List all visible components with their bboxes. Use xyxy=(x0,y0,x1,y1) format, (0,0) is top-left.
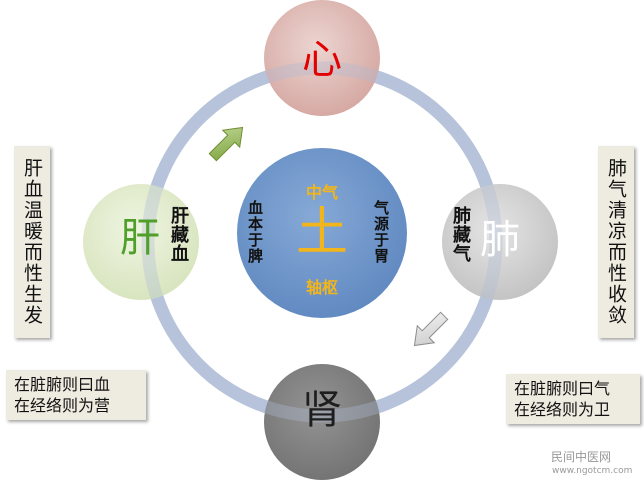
heart-circle xyxy=(264,0,380,116)
liver-glyph: 肝 xyxy=(120,215,160,261)
kidney-glyph: 肾 xyxy=(302,387,342,433)
lung-inner-text: 肺藏气 xyxy=(450,206,471,263)
liver-inner-text: 肝藏血 xyxy=(168,206,189,263)
arrow-up-right-icon xyxy=(208,126,244,162)
right-panel: 肺气清凉而性收敛 xyxy=(598,146,634,338)
heart-glyph: 心 xyxy=(302,37,342,83)
watermark-url: www.ngotcm.com xyxy=(552,466,633,476)
bottom-left-line-2: 在经络则为营 xyxy=(14,396,111,415)
watermark-name: 民间中医网 xyxy=(551,450,612,464)
cycle-ring-overlay xyxy=(141,61,503,423)
center-left-text: 血本于脾 xyxy=(246,200,264,264)
kidney-circle xyxy=(264,364,380,480)
liver-circle xyxy=(83,184,199,300)
bottom-left-panel: 在脏腑则曰血 在经络则为营 xyxy=(6,370,146,420)
left-panel: 肝血温暖而性生发 xyxy=(14,146,50,338)
center-earth-circle xyxy=(237,148,407,318)
bottom-left-line-1: 在脏腑则曰血 xyxy=(14,375,111,394)
bottom-right-line-1: 在脏腑则曰气 xyxy=(514,379,611,398)
bottom-right-line-2: 在经络则为卫 xyxy=(514,400,611,419)
lung-circle xyxy=(442,184,558,300)
lung-glyph: 肺 xyxy=(480,217,520,263)
arrow-down-left-icon xyxy=(413,311,449,347)
bottom-right-panel: 在脏腑则曰气 在经络则为卫 xyxy=(506,374,640,424)
center-bottom-label: 轴枢 xyxy=(305,278,338,297)
center-right-text: 气源于胃 xyxy=(372,200,390,264)
center-top-label: 中气 xyxy=(305,183,338,202)
center-earth-glyph: 土 xyxy=(295,203,348,263)
